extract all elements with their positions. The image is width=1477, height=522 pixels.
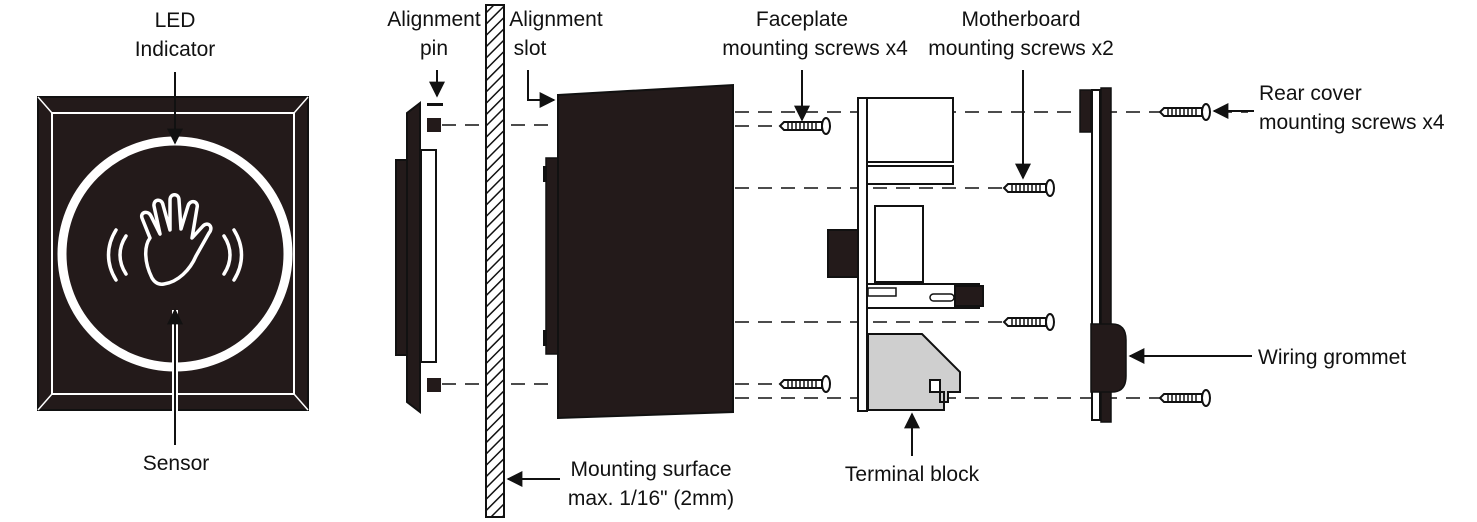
motherboard [827, 97, 984, 412]
screw-icon [1159, 389, 1211, 407]
hand-wave-icon [106, 193, 244, 286]
mounting-surface-label-line1: Mounting surface [570, 458, 731, 481]
mounting-surface [485, 4, 505, 518]
rear-cover-screws-label-line2: mounting screws x4 [1259, 111, 1445, 134]
mounting-surface-label-line2: max. 1/16" (2mm) [568, 487, 734, 510]
screw-icon [1159, 103, 1211, 121]
alignment-slot-label-line2: slot [514, 37, 547, 60]
motherboard-screws-label-line2: mounting screws x2 [928, 37, 1114, 60]
terminal-block-label: Terminal block [845, 463, 980, 486]
alignment-pin-label-line1: Alignment [387, 8, 481, 31]
alignment-slot-label-line1: Alignment [509, 8, 603, 31]
screw-icon [779, 375, 831, 393]
rear-cover-screws [1159, 103, 1211, 407]
motherboard-screws [1003, 179, 1055, 331]
faceplate-side-view [395, 100, 443, 415]
screw-icon [1003, 313, 1055, 331]
motherboard-screws-label-line1: Motherboard [961, 8, 1080, 31]
back-box [543, 83, 734, 420]
rear-cover-screws-label-line1: Rear cover [1259, 82, 1362, 105]
front-view-faceplate [37, 72, 309, 445]
wiring-grommet-label: Wiring grommet [1258, 346, 1406, 369]
alignment-pin [427, 118, 441, 132]
rear-cover [1079, 87, 1127, 423]
leader-arrows [429, 70, 1254, 487]
led-indicator-label-line1: LED [155, 9, 196, 32]
alignment-pin-label-line2: pin [420, 37, 448, 60]
faceplate-screws [779, 117, 831, 393]
faceplate-screws-label-line2: mounting screws x4 [722, 37, 908, 60]
terminal-block [867, 333, 961, 411]
faceplate-screws-label-line1: Faceplate [756, 8, 848, 31]
screw-icon [779, 117, 831, 135]
led-indicator-label-line2: Indicator [135, 38, 216, 61]
screw-icon [1003, 179, 1055, 197]
wiring-grommet [1090, 323, 1127, 393]
sensor-label: Sensor [143, 452, 210, 475]
